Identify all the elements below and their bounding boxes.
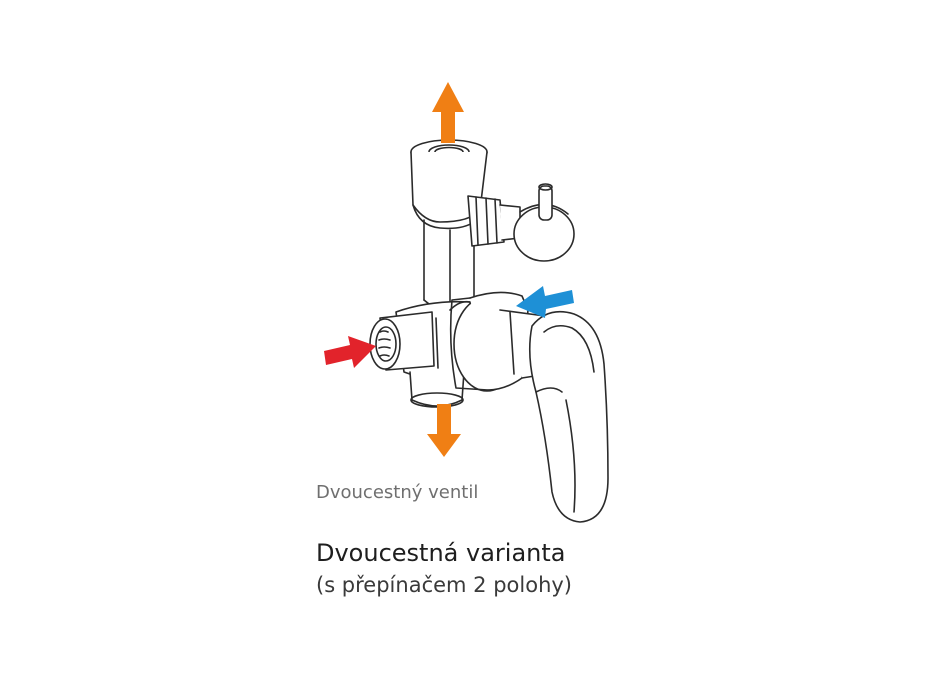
variant-title: Dvoucestná varianta bbox=[316, 539, 566, 567]
diverter-nut bbox=[467, 195, 521, 247]
variant-subtitle: (s přepínačem 2 polohy) bbox=[316, 573, 572, 597]
arrow-left-icon bbox=[516, 286, 574, 318]
hot-inlet-fitting bbox=[369, 311, 435, 371]
arrow-up-icon bbox=[432, 82, 464, 143]
valve-label: Dvoucestný ventil bbox=[316, 482, 479, 503]
vertical-pipe bbox=[423, 219, 475, 309]
arrow-right-icon bbox=[324, 336, 376, 368]
lever-handle bbox=[528, 310, 609, 523]
diverter-knob bbox=[513, 183, 575, 262]
arrow-down-icon bbox=[427, 404, 461, 457]
